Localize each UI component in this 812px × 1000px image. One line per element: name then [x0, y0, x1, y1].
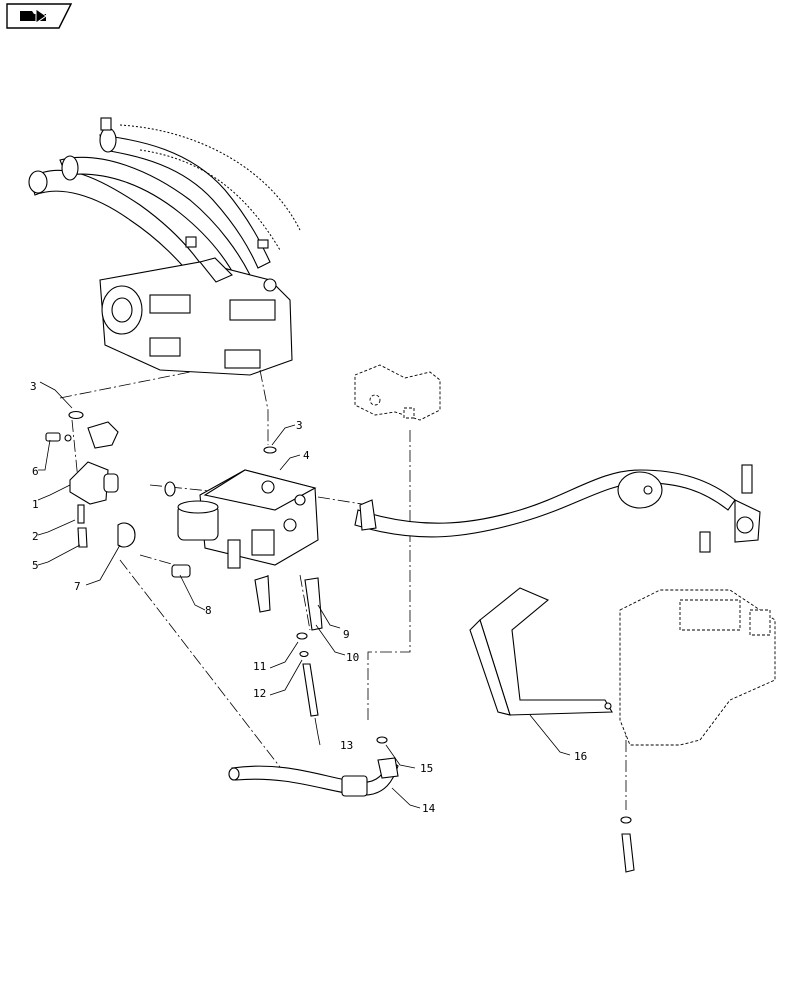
- hose-bracket: [469, 587, 613, 716]
- valve-block: [177, 469, 319, 569]
- chassis-frame: [619, 589, 776, 746]
- callout-3: 3: [30, 380, 37, 393]
- nav-button[interactable]: [6, 3, 72, 29]
- hose-assembly: [228, 757, 399, 797]
- callout-3-right: 3: [296, 419, 303, 432]
- callout-10: 10: [346, 651, 359, 664]
- callout-16: 16: [574, 750, 587, 763]
- drive-hose: [354, 464, 761, 553]
- callout-11: 11: [253, 660, 266, 673]
- callout-6: 6: [32, 465, 39, 478]
- pump-assembly: [28, 117, 301, 376]
- callout-1: 1: [32, 498, 39, 511]
- callout-15: 15: [420, 762, 433, 775]
- bolt: [620, 816, 635, 873]
- callout-14: 14: [422, 802, 436, 815]
- callout-5: 5: [32, 559, 39, 572]
- folder-arrow-icon: [20, 8, 47, 24]
- callout-8: 8: [205, 604, 212, 617]
- solenoid-and-fittings: [45, 410, 388, 744]
- callout-4: 4: [303, 449, 310, 462]
- callout-12: 12: [253, 687, 266, 700]
- callout-13: 13: [340, 739, 353, 752]
- upper-bracket: [354, 364, 441, 421]
- callout-9: 9: [343, 628, 350, 641]
- callout-7: 7: [74, 580, 81, 593]
- callout-2: 2: [32, 530, 39, 543]
